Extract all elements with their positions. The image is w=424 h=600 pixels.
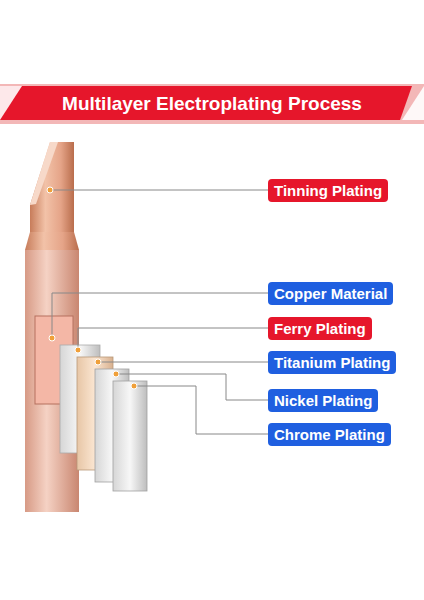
banner-title: Multilayer Electroplating Process [0,91,424,117]
label-text: Nickel Plating [274,391,372,410]
label-text: Tinning Plating [274,181,382,200]
banner-shadow [0,84,424,124]
tip-neck [25,232,79,250]
label-text: Copper Material [274,284,387,303]
label-text: Ferry Plating [274,319,366,338]
leader-lines [50,190,268,434]
solder-tip [30,142,74,232]
label-text: Chrome Plating [274,425,385,444]
leader-dots [47,187,137,389]
label-pill: Chrome Plating [268,423,391,446]
tip-face [30,142,58,205]
layer-sheet [113,381,147,491]
label-pill: Ferry Plating [268,317,372,340]
label-pill: Titanium Plating [268,351,396,374]
label-pill: Nickel Plating [268,389,378,412]
banner-cut [0,86,22,120]
label-pill: Tinning Plating [268,179,388,202]
banner-cut [402,86,424,120]
label-text: Titanium Plating [274,353,390,372]
label-pill: Copper Material [268,282,393,305]
